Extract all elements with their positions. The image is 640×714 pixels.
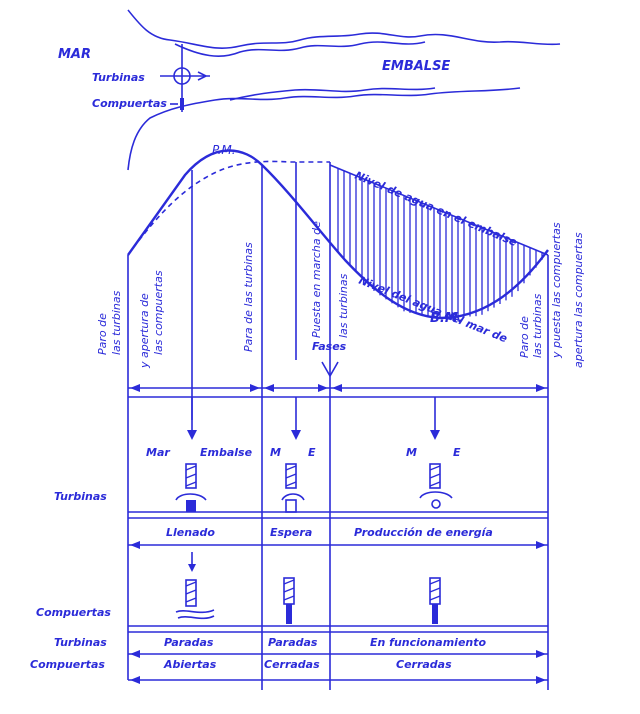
lower-coastline — [127, 87, 521, 171]
p3-e-label: E — [453, 446, 461, 459]
phase-produccion: Producción de energía — [354, 526, 493, 539]
vlabel-6a: y puesta las compuertas — [550, 222, 563, 359]
gates-row: Compuertas — [36, 552, 548, 633]
reservoir-drain-line — [329, 164, 549, 256]
compuertas-status-label: Compuertas — [30, 658, 105, 671]
embalse-label: EMBALSE — [382, 59, 450, 74]
compuertas-state-1: Abiertas — [163, 658, 217, 671]
p2-e-label: E — [308, 446, 316, 459]
turbinas-status-label: Turbinas — [54, 636, 107, 649]
nivel-mar-label: Nivel del agua del mar de — [357, 274, 510, 346]
compuertas-top-label: Compuertas — [92, 97, 167, 110]
vlabel-4a: Puesta en marcha de — [310, 221, 323, 338]
vlabel-2a: y apertura de — [138, 293, 151, 369]
upper-coastline-shade — [174, 41, 426, 57]
fases-label: Fases — [312, 340, 347, 353]
vlabel-5b: las turbinas — [531, 293, 544, 358]
status-rows: Turbinas Compuertas Paradas Paradas En f… — [30, 636, 548, 684]
p1-embalse-label: Embalse — [200, 446, 253, 459]
compuertas-row-label: Compuertas — [36, 606, 111, 619]
mar-label: MAR — [58, 47, 91, 62]
plant-schematic: MAR EMBALSE Turbinas Compuertas — [58, 9, 561, 171]
p2-m-label: M — [270, 446, 281, 459]
turbinas-top-label: Turbinas — [92, 71, 145, 84]
compuertas-state-3: Cerradas — [396, 658, 452, 671]
bm-label: B.M. — [430, 311, 463, 326]
vlabel-2b: las compuertas — [152, 270, 165, 355]
phase-headers: Mar Embalse M E M E — [146, 446, 461, 459]
phase-llenado: Llenado — [166, 526, 215, 539]
vlabel-1b: las turbinas — [110, 290, 123, 355]
lower-coastline-shade — [229, 87, 436, 101]
tide-curve-chart: P.M. B.M. Nivel de agua en el embalse Ni… — [96, 143, 585, 690]
turbine-icon-produccion — [419, 463, 453, 509]
turbinas-state-1: Paradas — [164, 636, 214, 649]
vlabel-5a: Paro de — [518, 316, 531, 358]
phase-espera: Espera — [270, 526, 312, 539]
phase-spans — [128, 361, 548, 440]
p1-mar-label: Mar — [146, 446, 170, 459]
turbine-icon-espera — [281, 463, 305, 513]
turbinas-row-label: Turbinas — [54, 490, 107, 503]
gate-icon-open — [175, 579, 215, 620]
vlabel-3: Para de las turbinas — [242, 242, 255, 352]
turbinas-state-2: Paradas — [268, 636, 318, 649]
vlabel-4b: las turbinas — [337, 273, 350, 338]
nivel-embalse-label: Nivel de agua en el embalse — [353, 169, 520, 250]
upper-coastline — [127, 9, 561, 49]
reservoir-level-curve — [127, 160, 330, 256]
turbinas-state-3: En funcionamiento — [370, 636, 487, 649]
compuertas-state-2: Cerradas — [264, 658, 320, 671]
sea-level-curve — [127, 149, 549, 320]
gate-icon-closed-2 — [429, 577, 441, 624]
turbine-icon-llenado — [175, 463, 207, 512]
vlabel-1a: Paro de — [96, 313, 109, 355]
pm-label: P.M. — [212, 143, 236, 157]
gate-icon — [180, 98, 184, 110]
p3-m-label: M — [406, 446, 417, 459]
hatched-area — [337, 168, 543, 318]
turbine-row: Turbinas Llenado Espera Producción de en… — [54, 463, 548, 549]
vlabel-6b: apertura las compuertas — [572, 232, 585, 368]
gate-icon-closed-1 — [283, 577, 295, 624]
